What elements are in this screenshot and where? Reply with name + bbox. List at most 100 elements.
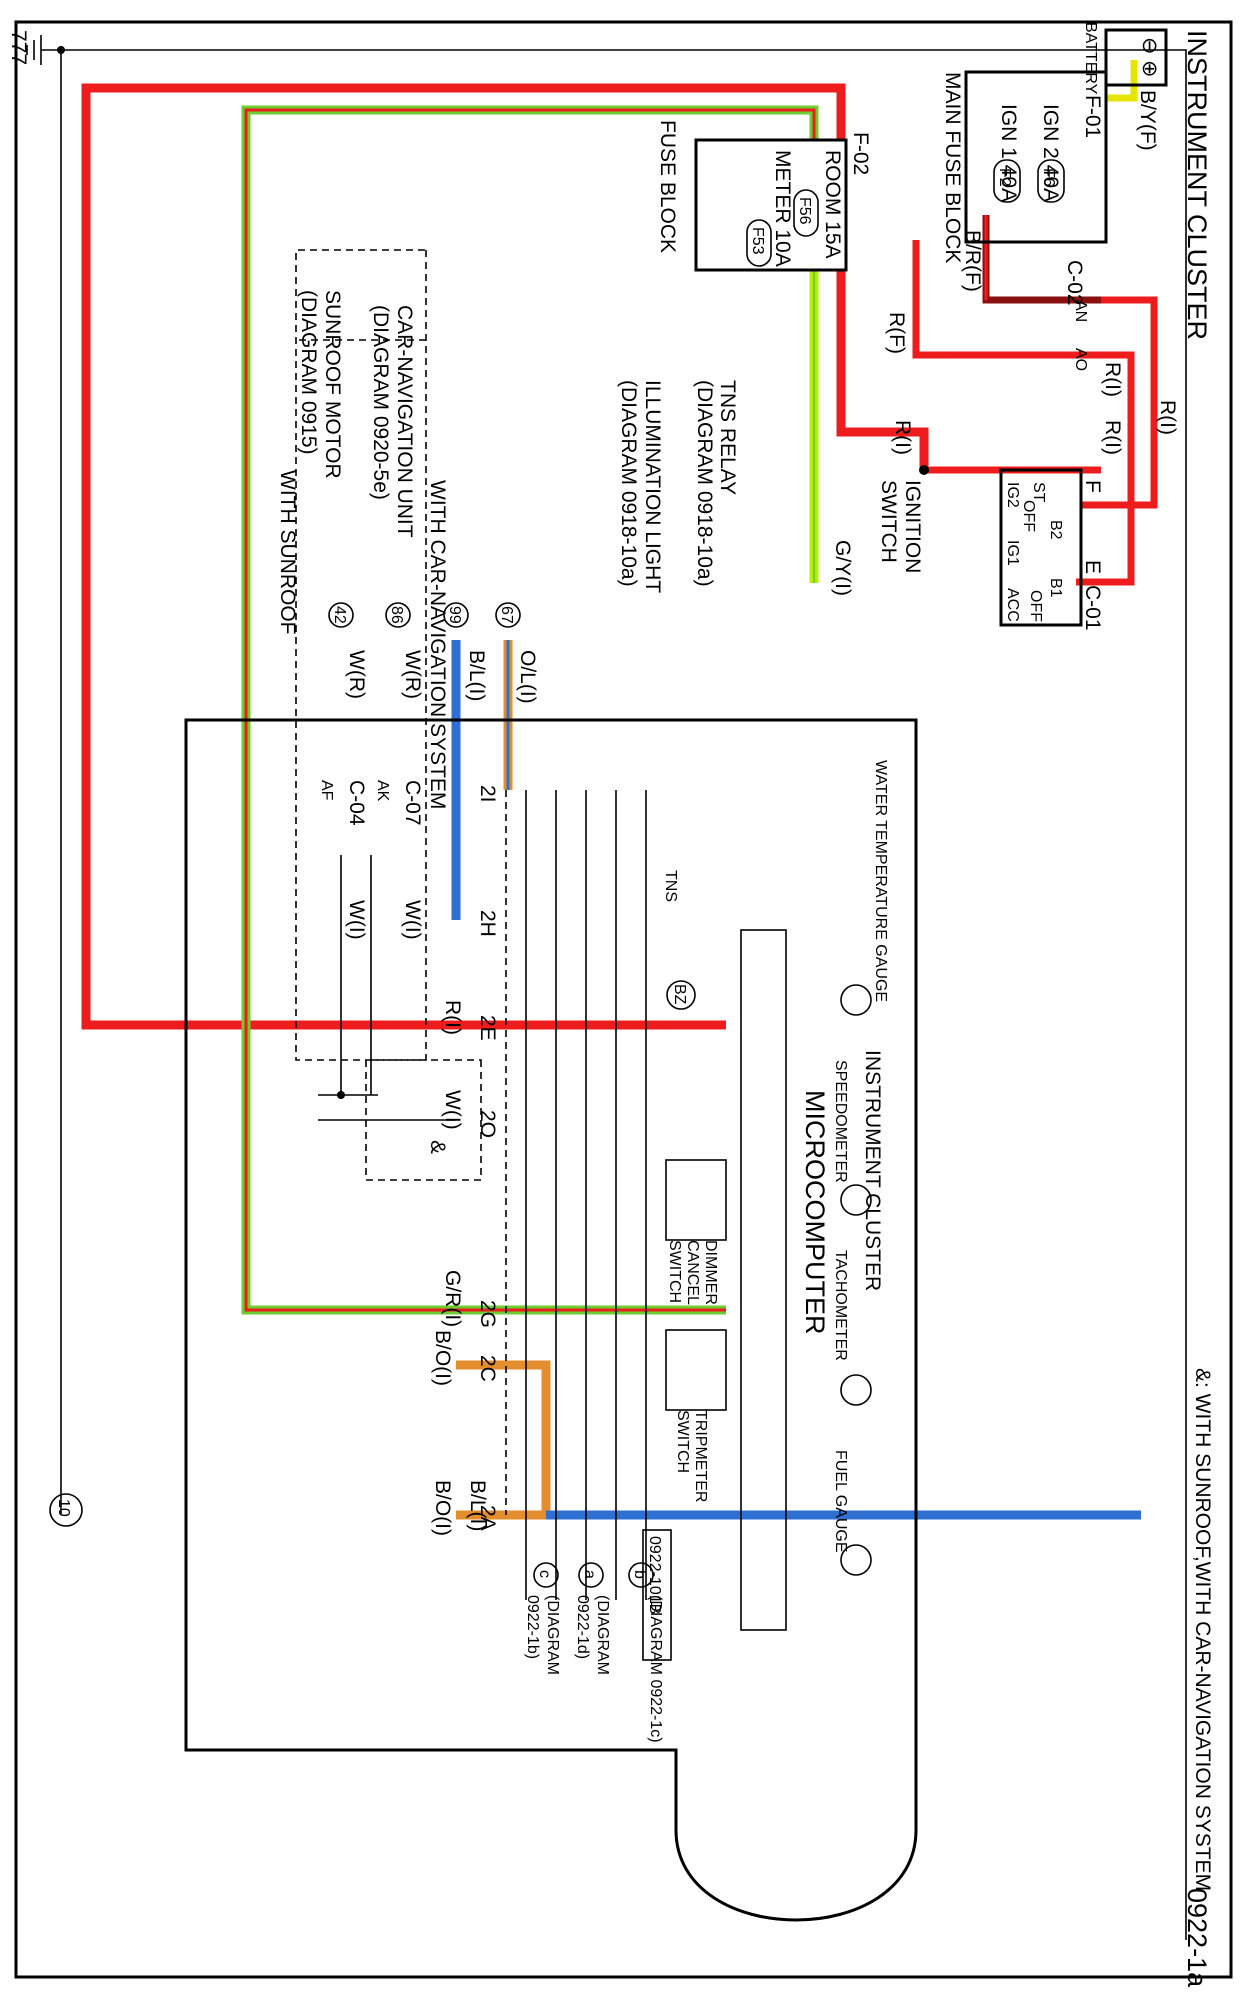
ground-label: 777 xyxy=(7,30,30,65)
wire-ri-5: R(I) xyxy=(441,1000,464,1035)
fuse-f6-label: IGN 2 40A xyxy=(1039,104,1062,202)
link-illumination: ILLUMINATION LIGHT (DIAGRAM 0918-10a) 99… xyxy=(443,380,664,701)
out-c-badge xyxy=(533,1562,559,1588)
gauge-speed: SPEEDOMETER xyxy=(832,1060,849,1183)
fuse-f2-label: IGN 1 40A xyxy=(997,104,1020,202)
wire-bo-1: B/O(I) xyxy=(431,1330,454,1386)
pin-ak: AK xyxy=(374,780,391,802)
nav-unit-label: CAR-NAVIGATION UNIT xyxy=(393,305,416,538)
wire-bl-ground: B/L(I) xyxy=(466,1480,489,1531)
battery-pos: ⊕ xyxy=(1138,60,1161,78)
page-code: 0922-1a xyxy=(1182,1888,1212,1988)
battery-label: BATTERY xyxy=(1082,22,1099,95)
wire-ri-4: R(I) xyxy=(891,420,914,455)
sunroof-ref: (DIAGRAM 0915) xyxy=(297,290,320,455)
out-b-ref: (DIAGRAM 0922-1c) xyxy=(647,1595,664,1743)
wire-bo-2: B/O(I) xyxy=(431,1480,454,1536)
ground-badge-num: 10 xyxy=(55,1499,72,1517)
instrument-cluster: INSTRUMENT CLUSTER MICROCOMPUTER WATER T… xyxy=(184,718,918,1922)
pos-off-2: OFF xyxy=(1027,590,1044,622)
fuse-f6: F6 xyxy=(1040,168,1057,187)
dimmer-label-3: SWITCH xyxy=(666,1240,683,1303)
link-sunroof: SUNROOF MOTOR (DIAGRAM 0915) 42 W(R) C-0… xyxy=(276,290,368,940)
fuse-f2: F2 xyxy=(996,168,1013,187)
main-fuse-label: MAIN FUSE BLOCK xyxy=(941,72,964,263)
ground-line-top xyxy=(61,49,1187,1940)
nav-badge-num: 86 xyxy=(388,606,405,624)
out-a-ref-1: (DIAGRAM xyxy=(594,1595,611,1675)
tns-badge-num: 67 xyxy=(498,606,515,624)
pos-off: OFF xyxy=(1020,500,1037,532)
gauge-speed-icon xyxy=(840,1184,872,1216)
wire-bo-2c xyxy=(456,1360,551,1515)
pos-b1: B1 xyxy=(1047,578,1064,598)
out-c-letter: c xyxy=(536,1570,553,1578)
fuse-f53: F53 xyxy=(749,227,766,255)
pos-st: ST xyxy=(1030,482,1047,503)
battery-box xyxy=(1104,28,1168,87)
dimmer-label-2: CANCEL xyxy=(684,1240,701,1305)
fuse-f56-label: ROOM 15A xyxy=(821,150,844,259)
gauge-fuel: FUEL GAUGE xyxy=(832,1450,849,1553)
wire-bl-label: B/L(I) xyxy=(465,650,488,701)
fuse-f2-badge xyxy=(993,159,1021,203)
tns-label: TNS xyxy=(662,870,679,902)
wire-room-junction xyxy=(836,270,929,470)
pin-2g: 2G xyxy=(476,1300,499,1328)
with-nav-label: WITH CAR-NAVIGATION SYSTEM xyxy=(426,480,449,809)
pin-2c: 2C xyxy=(476,1355,499,1382)
wire-br-label: B/R(F) xyxy=(961,230,984,292)
wire-ri-2: R(I) xyxy=(1156,400,1179,435)
pos-ig1: IG1 xyxy=(1004,540,1021,566)
pin-e: E xyxy=(1081,560,1104,574)
bz-label: BZ xyxy=(671,984,688,1005)
pin-2i: 2I xyxy=(476,785,499,803)
out-a-ref-2: 0922-1d) xyxy=(574,1595,591,1659)
wire-rf xyxy=(912,240,1101,359)
amp-box xyxy=(365,1059,482,1181)
illum-label: ILLUMINATION LIGHT xyxy=(641,380,664,593)
illum-badge xyxy=(443,602,469,628)
wire-wr-2: W(R) xyxy=(345,650,368,699)
out-c-ref-2: 0922-1b) xyxy=(524,1595,541,1659)
conn-c02: C-02 xyxy=(1063,260,1086,306)
wire-wr-1: W(R) xyxy=(401,650,424,699)
wire-gr-stripe xyxy=(244,108,816,1312)
out-c-ref-1: (DIAGRAM xyxy=(544,1595,561,1675)
sunroof-badge xyxy=(328,602,354,628)
fuse-block-conn: F-02 xyxy=(849,132,872,175)
wire-by-label: B/Y(F) xyxy=(1136,90,1159,151)
fuse-f56: F56 xyxy=(796,197,813,225)
cluster-title: INSTRUMENT CLUSTER xyxy=(861,1050,884,1291)
wire-ri-1: R(I) xyxy=(1101,362,1124,397)
ref-code: 0922-101B xyxy=(646,1536,663,1614)
fuse-f6-badge xyxy=(1037,159,1065,203)
pin-ao: AO xyxy=(1072,348,1089,371)
out-a-badge xyxy=(578,1562,604,1588)
wire-gy-label: G/Y(I) xyxy=(831,540,854,596)
dimmer-label-1: DIMMER xyxy=(702,1240,719,1305)
fuse-f56-badge xyxy=(793,189,819,237)
pin-2h: 2H xyxy=(476,910,499,937)
out-b-letter: b xyxy=(631,1570,648,1579)
ignition-label-1: IGNITION xyxy=(901,480,924,573)
option-note: &: WITH SUNROOF,WITH CAR-NAVIGATION SYST… xyxy=(1191,1368,1214,1891)
illum-ref: (DIAGRAM 0918-10a) xyxy=(617,380,640,587)
pos-acc: ACC xyxy=(1004,588,1021,622)
wire-wi-3: W(I) xyxy=(441,1090,464,1130)
with-sunroof-label: WITH SUNROOF xyxy=(276,470,299,634)
cluster-outline xyxy=(184,718,918,1922)
pos-b2: B2 xyxy=(1047,520,1064,540)
conn-c04: C-04 xyxy=(345,780,368,826)
pin-2e: 2E xyxy=(476,1015,499,1041)
fuse-block: F-02 FUSE BLOCK ROOM 15A F56 METER 10A F… xyxy=(656,120,872,272)
ignition-switch: C-02 AN AO B/R(F) R(F) R(I) R(I) R(I) R(… xyxy=(831,230,1179,631)
fuse-f53-badge xyxy=(746,219,772,267)
nav-unit-ref: (DIAGRAM 0920-5e) xyxy=(369,305,392,500)
fuse-block-box xyxy=(694,138,848,272)
conn-c07: C-07 xyxy=(401,780,424,826)
link-tns-relay: TNS RELAY (DIAGRAM 0918-10a) 67 O/L(I) xyxy=(495,380,739,704)
